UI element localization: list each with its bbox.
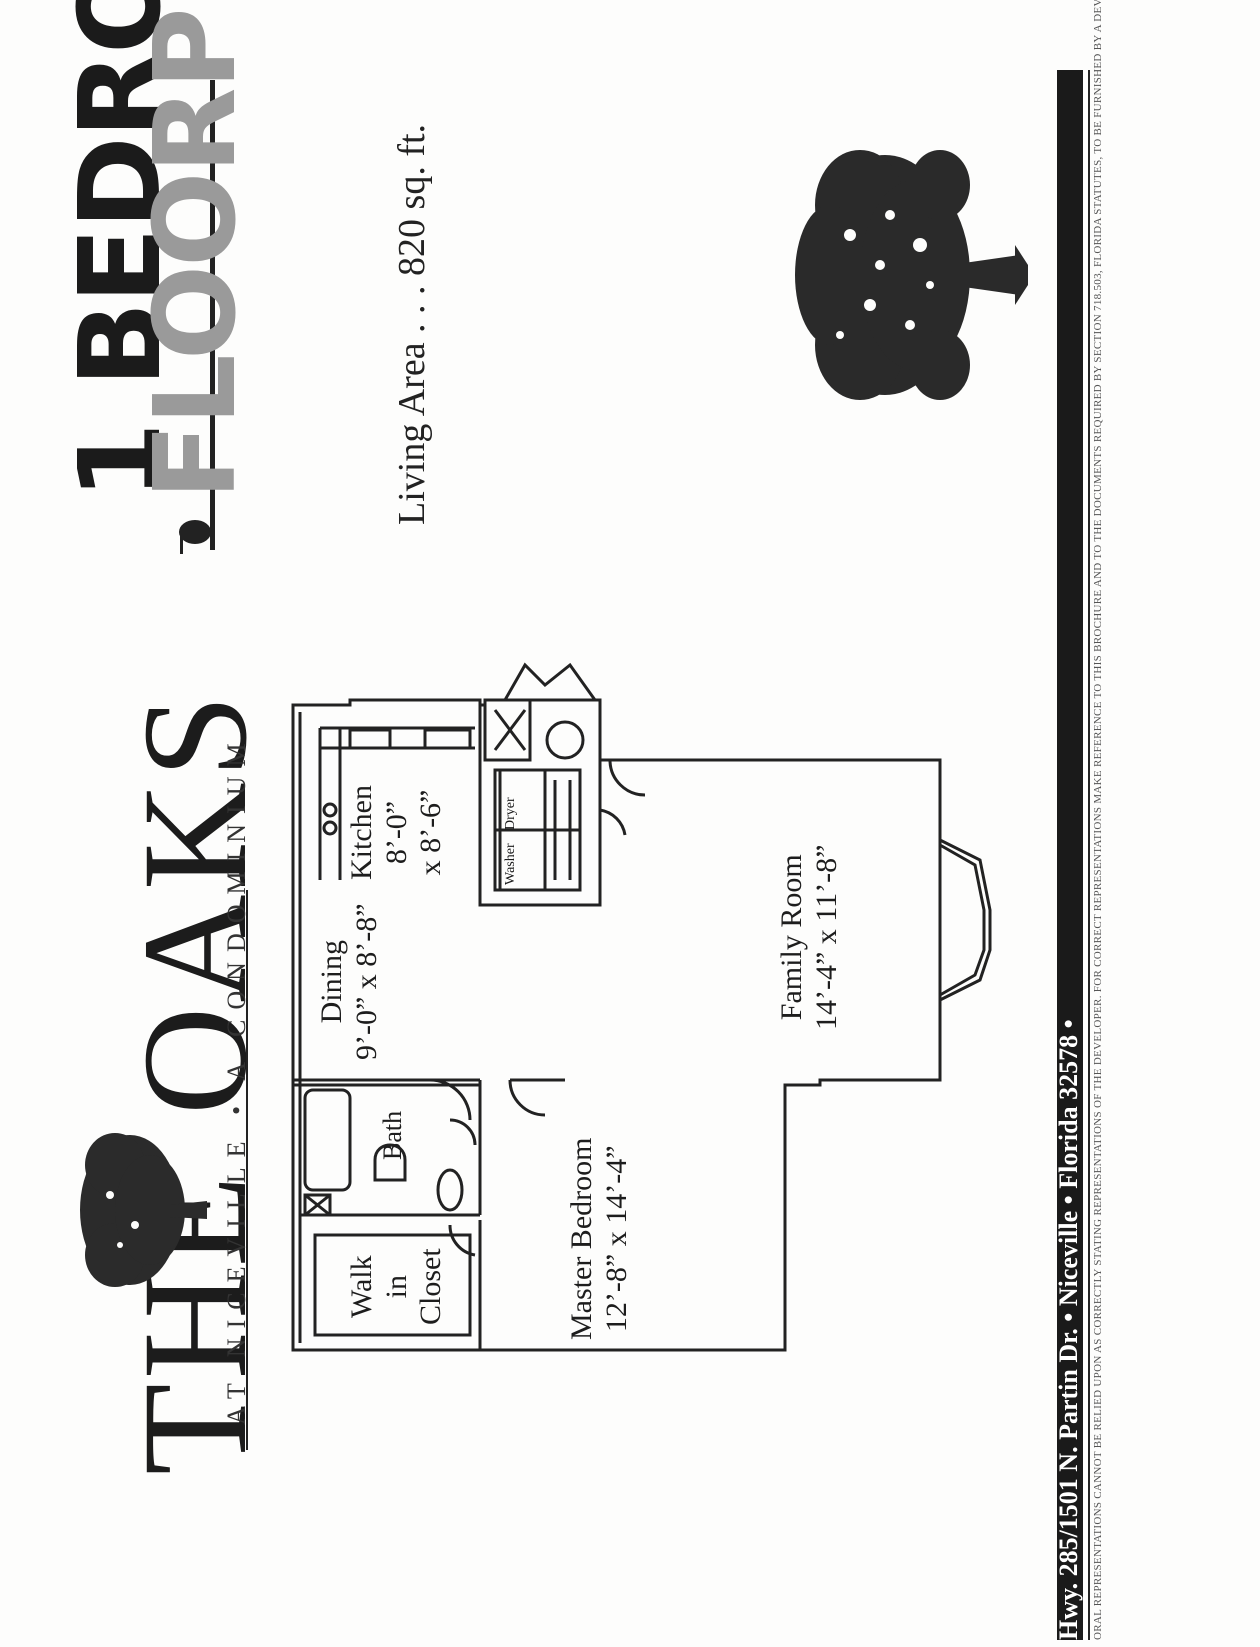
washer-label: Washer — [503, 843, 518, 885]
footer-bar — [1057, 70, 1083, 1640]
closet-label-1: Walk — [345, 1255, 378, 1318]
footer-rule — [1088, 70, 1090, 1640]
master-bedroom-size: 12’-8” x 14’-4” — [599, 1145, 633, 1333]
room-family-room: Family Room 14’-4” x 11’-8” — [775, 845, 844, 1030]
dryer-label: Dryer — [503, 797, 518, 830]
family-room-size: 14’-4” x 11’-8” — [809, 844, 843, 1030]
room-master-bedroom: Master Bedroom 12’-8” x 14’-4” — [565, 1138, 634, 1340]
kitchen-size-1: 8’-0” — [379, 800, 413, 865]
room-kitchen: Kitchen 8’-0” x 8’-6” — [345, 785, 449, 880]
living-area: Living Area . . . 820 sq. ft. — [391, 123, 433, 525]
small-oak-tree-icon — [179, 520, 211, 554]
kitchen-name: Kitchen — [345, 785, 378, 880]
master-bedroom-name: Master Bedroom — [565, 1137, 598, 1340]
room-walk-in-closet: Walk in Closet — [345, 1248, 449, 1325]
logo-rule — [246, 890, 248, 1450]
footer-disclaimer: ORAL REPRESENTATIONS CANNOT BE RELIED UP… — [1092, 0, 1104, 1640]
title-rule — [210, 80, 215, 550]
room-dining: Dining 9’-0” x 8’-8” — [315, 903, 384, 1060]
kitchen-size-2: x 8’-6” — [414, 789, 447, 876]
title-line2: FLOORPLAN — [131, 0, 261, 500]
oak-tree-icon — [795, 150, 1028, 400]
logo-oak-tree-icon — [80, 1133, 207, 1287]
dining-size: 9’-0” x 8’-8” — [349, 903, 383, 1060]
footer-address: Hwy. 285/1501 N. Partin Dr. • Niceville … — [1054, 1019, 1083, 1640]
room-bath: Bath — [378, 1110, 407, 1160]
floor-plan — [291, 662, 992, 1352]
closet-label-3: Closet — [414, 1248, 447, 1325]
dining-name: Dining — [315, 940, 348, 1024]
closet-label-2: in — [379, 1275, 413, 1299]
family-room-name: Family Room — [775, 854, 808, 1021]
